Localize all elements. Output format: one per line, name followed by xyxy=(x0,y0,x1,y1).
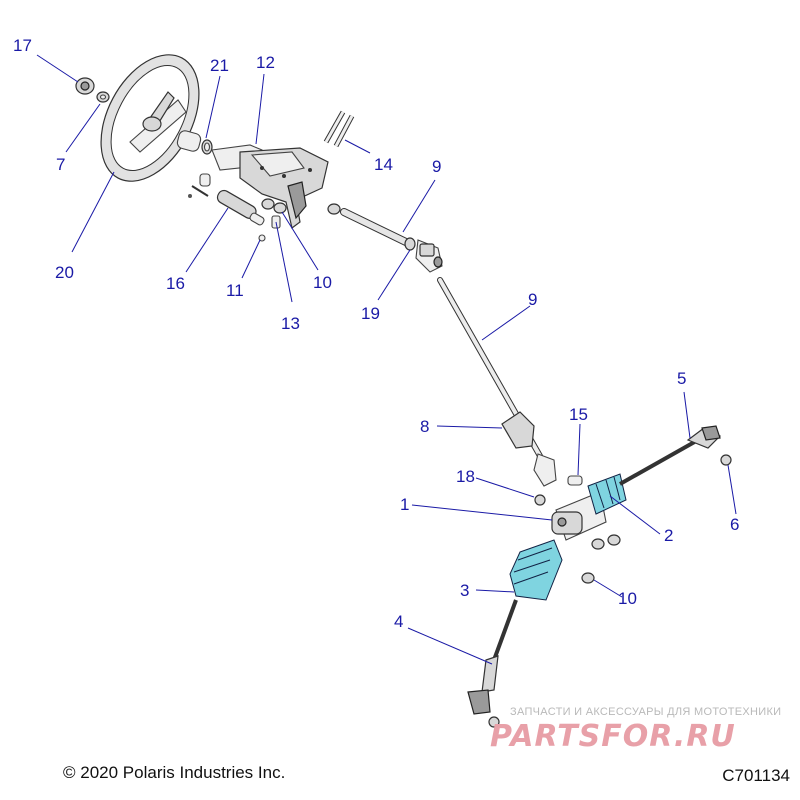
part-16-tilt-strut xyxy=(188,173,265,226)
part-column-sleeve xyxy=(176,130,202,152)
callout-19: 19 xyxy=(361,304,380,323)
part-17-hub-cap xyxy=(75,77,95,95)
part-11-13-10-fasteners xyxy=(258,198,341,242)
callout-18: 18 xyxy=(456,467,475,486)
svg-text:PARTSFOR.RU: PARTSFOR.RU xyxy=(490,719,736,754)
callout-2: 2 xyxy=(664,526,673,545)
callout-7: 7 xyxy=(56,155,65,174)
callout-21: 21 xyxy=(210,56,229,75)
copyright-text: © 2020 Polaris Industries Inc. xyxy=(63,763,286,782)
part-4-left-tie-rod xyxy=(467,599,518,728)
part-18-nut xyxy=(534,494,546,506)
part-20-steering-wheel xyxy=(100,54,200,182)
callout-12: 12 xyxy=(256,53,275,72)
callout-1: 1 xyxy=(400,495,409,514)
part-lower-u-joint xyxy=(533,453,557,487)
callout-17: 17 xyxy=(13,36,32,55)
part-3-left-rack-boot xyxy=(509,539,563,601)
callout-16: 16 xyxy=(166,274,185,293)
part-12-column-bracket xyxy=(211,144,329,230)
part-15-pinch-bolt xyxy=(567,475,583,486)
part-8-shaft-boot xyxy=(501,411,535,449)
callout-20: 20 xyxy=(55,263,74,282)
part-10-mount-nuts xyxy=(581,534,621,584)
part-21-ring xyxy=(201,139,213,155)
callout-4: 4 xyxy=(394,612,403,631)
callout-9-lower: 9 xyxy=(528,290,537,309)
leader-lines xyxy=(36,54,737,665)
callout-10-upper: 10 xyxy=(313,273,332,292)
watermark-logo: PARTSFOR.RU xyxy=(490,719,736,754)
callout-11: 11 xyxy=(226,281,244,300)
callout-9-upper: 9 xyxy=(432,157,441,176)
callout-8: 8 xyxy=(420,417,429,436)
watermark-tagline: ЗАПЧАСТИ И АКСЕССУАРЫ ДЛЯ МОТОТЕХНИКИ xyxy=(510,706,782,718)
callout-3: 3 xyxy=(460,581,469,600)
part-2-right-rack-boot xyxy=(587,473,627,515)
part-7-nut xyxy=(96,91,110,103)
part-19-universal-joint xyxy=(415,239,443,273)
callout-5: 5 xyxy=(677,369,686,388)
callout-13: 13 xyxy=(281,314,300,333)
part-14-bolts xyxy=(323,110,355,148)
part-6-tie-rod-nut xyxy=(720,454,732,466)
part-5-right-tie-rod xyxy=(619,425,722,486)
callout-10-lower: 10 xyxy=(618,589,637,608)
callout-14: 14 xyxy=(374,155,393,174)
part-9-upper-intermediate-shaft xyxy=(340,208,416,251)
callout-labels: 17 7 20 21 12 14 9 16 11 13 10 19 9 8 15… xyxy=(13,36,739,631)
drawing-number: C701134 xyxy=(722,766,790,785)
callout-15: 15 xyxy=(569,405,588,424)
callout-6: 6 xyxy=(730,515,739,534)
